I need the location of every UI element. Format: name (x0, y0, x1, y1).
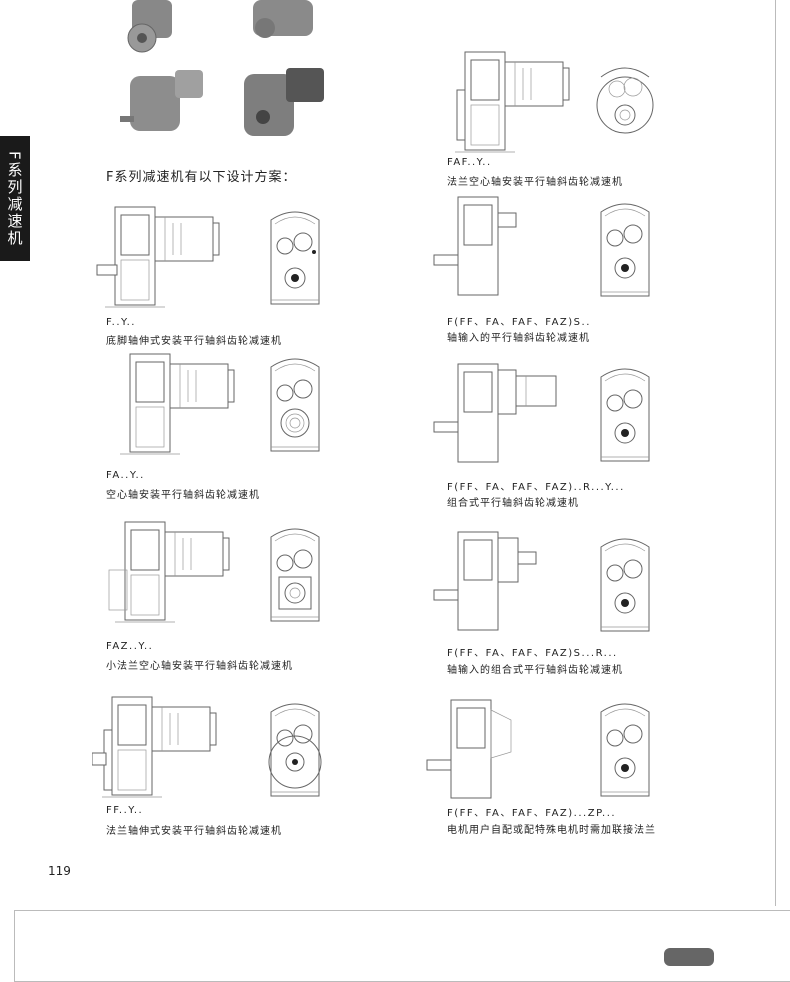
drawing-fzp-front (595, 700, 657, 804)
page-edge-rule (775, 0, 776, 906)
design-desc: 电机用户自配或配特殊电机时需加联接法兰 (447, 825, 656, 836)
drawing-fsr-front (595, 535, 657, 639)
design-code: F(FF、FA、FAF、FAZ)S.. (447, 317, 591, 328)
product-photo-3 (120, 68, 210, 138)
side-tab-label: F系列减速机 (5, 150, 24, 247)
design-desc: 底脚轴伸式安装平行轴斜齿轮减速机 (106, 336, 282, 347)
drawing-f-y-front (265, 208, 327, 312)
drawing-fr-y-front (595, 365, 657, 469)
design-code: FAZ..Y.. (106, 641, 154, 652)
drawing-fs-side (432, 195, 572, 304)
drawing-ff-y-front (265, 700, 327, 804)
design-code: F(FF、FA、FAF、FAZ)..R...Y... (447, 482, 625, 493)
design-desc: 组合式平行轴斜齿轮减速机 (447, 498, 579, 509)
drawing-faz-y-side (105, 520, 245, 629)
drawing-fzp-side (425, 698, 570, 807)
drawing-faf-y-side (445, 50, 585, 159)
design-code: FF..Y.. (106, 805, 144, 816)
design-code: F(FF、FA、FAF、FAZ)S...R... (447, 648, 618, 659)
product-photo-2 (245, 0, 325, 45)
design-desc: 空心轴安装平行轴斜齿轮减速机 (106, 490, 260, 501)
design-desc: 小法兰空心轴安装平行轴斜齿轮减速机 (106, 661, 293, 672)
design-code: F(FF、FA、FAF、FAZ)...ZP... (447, 808, 617, 819)
page-number: 119 (48, 864, 71, 878)
product-photo-1 (120, 0, 180, 55)
drawing-fs-front (595, 200, 657, 304)
design-code: F..Y.. (106, 317, 136, 328)
drawing-fr-y-side (432, 362, 577, 471)
drawing-faf-y-front (595, 55, 657, 154)
design-code: FAF..Y.. (447, 157, 492, 168)
drawing-fa-y-front (265, 355, 327, 459)
design-desc: 法兰空心轴安装平行轴斜齿轮减速机 (447, 177, 623, 188)
design-code: FA..Y.. (106, 470, 145, 481)
section-heading: F系列减速机有以下设计方案： (106, 170, 297, 185)
side-tab: F系列减速机 (0, 136, 30, 261)
product-photo-next-page (660, 944, 720, 966)
design-desc: 轴输入的组合式平行轴斜齿轮减速机 (447, 665, 623, 676)
drawing-fa-y-side (110, 352, 250, 461)
design-desc: 法兰轴伸式安装平行轴斜齿轮减速机 (106, 826, 282, 837)
drawing-faz-y-front (265, 525, 327, 629)
product-photo-4 (238, 62, 328, 142)
design-desc: 轴输入的平行轴斜齿轮减速机 (447, 333, 590, 344)
drawing-fsr-side (432, 530, 577, 639)
drawing-f-y-side (95, 205, 235, 314)
drawing-ff-y-side (91, 695, 232, 804)
